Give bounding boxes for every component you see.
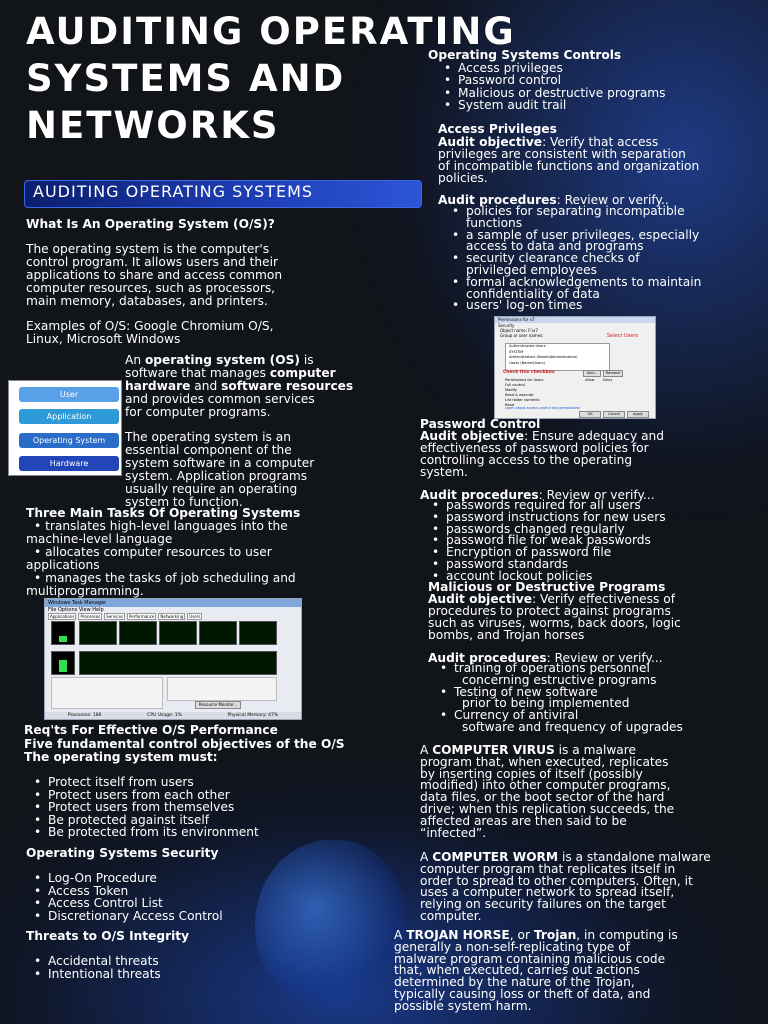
- list-item: users' log-on times: [444, 299, 764, 312]
- task-item: • allocates computer resources to user: [34, 545, 272, 559]
- list-item: passwords changed regularly: [424, 523, 666, 536]
- list-item: account lockout policies: [424, 570, 666, 583]
- section-banner: AUDITING OPERATING SYSTEMS: [24, 180, 422, 208]
- os-controls-heading: Operating Systems Controls: [428, 48, 622, 62]
- title-line-3: NETWORKS: [26, 104, 280, 147]
- list-item: training of operations personnelconcerni…: [432, 662, 683, 687]
- list-item: password instructions for new users: [424, 511, 666, 524]
- task-item: • manages the tasks of job scheduling an…: [34, 571, 296, 585]
- title-line-1: AUDITING OPERATING: [26, 10, 516, 53]
- malicious-procedures-list: training of operations personnelconcerni…: [432, 662, 683, 734]
- list-item: Access Control List: [26, 897, 223, 910]
- password-control-heading: Password Control: [420, 417, 541, 431]
- must-heading: The operating system must:: [24, 750, 218, 764]
- malicious-programs-heading: Malicious or Destructive Programs: [428, 580, 666, 594]
- stack-layer-hardware: Hardware: [19, 456, 119, 471]
- list-item: policies for separating incompatiblefunc…: [444, 205, 764, 230]
- list-item: Protect itself from users: [26, 776, 259, 789]
- os-controls-list: Access privileges Password control Malic…: [436, 62, 666, 112]
- os-examples: Examples of O/S: Google Chromium O/S, Li…: [26, 319, 274, 346]
- security-list: Log-On Procedure Access Token Access Con…: [26, 872, 223, 922]
- trojan-horse-paragraph: A TROJAN HORSE, or Trojan, in computing …: [394, 928, 678, 1013]
- computer-virus-paragraph: A COMPUTER VIRUS is a malware program th…: [420, 743, 675, 840]
- list-item: password file for weak passwords: [424, 534, 666, 547]
- list-item: System audit trail: [436, 99, 666, 112]
- select-users-note: Select Users: [607, 333, 639, 339]
- access-privileges-heading: Access Privileges: [438, 122, 557, 136]
- list-item: a sample of user privileges, especiallya…: [444, 229, 764, 254]
- stack-layer-user: User: [19, 387, 119, 402]
- list-item: Be protected from its environment: [26, 826, 259, 839]
- os-essential: The operating system is an essential com…: [125, 430, 315, 509]
- list-item: password standards: [424, 558, 666, 571]
- stack-layer-application: Application: [19, 409, 119, 424]
- list-item: Access privileges: [436, 62, 666, 75]
- must-list: Protect itself from users Protect users …: [26, 776, 259, 839]
- reqs-heading: Req'ts For Effective O/S Performance: [24, 723, 278, 737]
- list-item: Malicious or destructive programs: [436, 86, 666, 99]
- list-item: Protect users from each other: [26, 788, 259, 802]
- list-item: Password control: [436, 74, 666, 87]
- malicious-procedures-heading: Audit procedures: Review or verify...: [428, 651, 663, 665]
- list-item: Encryption of password file: [424, 546, 666, 559]
- computer-worm-paragraph: A COMPUTER WORM is a standalone malware …: [420, 850, 711, 923]
- os-summary: An operating system (OS) is software tha…: [125, 353, 354, 419]
- section-banner-text: AUDITING OPERATING SYSTEMS: [33, 182, 314, 201]
- stack-layer-os: Operating System: [19, 433, 119, 448]
- what-is-os-heading: What Is An Operating System (O/S)?: [26, 217, 275, 231]
- malicious-programs-objective: Audit objective: Verify effectiveness of…: [428, 592, 681, 642]
- access-privileges-procedures-list: policies for separating incompatiblefunc…: [444, 205, 764, 312]
- os-layers-image: User Application Operating System Hardwa…: [8, 380, 122, 476]
- access-privileges-procedures-heading: Audit procedures: Review or verify..: [438, 193, 669, 207]
- task-manager-screenshot: Windows Task Manager File Options View H…: [44, 598, 302, 720]
- digital-head-graphic: [255, 840, 405, 1010]
- task-item: • translates high-level languages into t…: [34, 519, 288, 533]
- permissions-dialog-screenshot: Permissions for x7 Security Object name:…: [494, 316, 656, 419]
- os-definition: The operating system is the computer's c…: [26, 242, 283, 308]
- three-tasks-heading: Three Main Tasks Of Operating Systems: [26, 506, 301, 520]
- threats-list: Accidental threats Intentional threats: [26, 955, 161, 980]
- resource-monitor-button: Resource Monitor...: [195, 701, 241, 709]
- list-item: Log-On Procedure: [26, 872, 223, 885]
- list-item: Access Token: [26, 884, 223, 898]
- title-line-2: SYSTEMS AND: [26, 57, 346, 100]
- threats-heading: Threats to O/S Integrity: [26, 929, 190, 943]
- list-item: Protect users from themselves: [26, 801, 259, 814]
- five-objectives-heading: Five fundamental control objectives of t…: [24, 737, 345, 751]
- three-tasks-list: • translates high-level languages into t…: [26, 520, 416, 598]
- list-item: Accidental threats: [26, 955, 161, 968]
- security-heading: Operating Systems Security: [26, 846, 219, 860]
- list-item: Intentional threats: [26, 967, 161, 981]
- check-checkbox-note: Check this checkbox: [503, 370, 555, 375]
- list-item: Be protected against itself: [26, 814, 259, 827]
- access-privileges-objective: Audit objective: Verify that access priv…: [438, 135, 700, 185]
- password-procedures-list: passwords required for all users passwor…: [424, 499, 666, 583]
- page-title: AUDITING OPERATING SYSTEMS AND NETWORKS: [26, 8, 586, 149]
- list-item: passwords required for all users: [424, 499, 666, 512]
- password-control-objective: Audit objective: Ensure adequacy and eff…: [420, 429, 665, 479]
- list-item: formal acknowledgements to maintainconfi…: [444, 276, 764, 301]
- list-item: Discretionary Access Control: [26, 910, 223, 923]
